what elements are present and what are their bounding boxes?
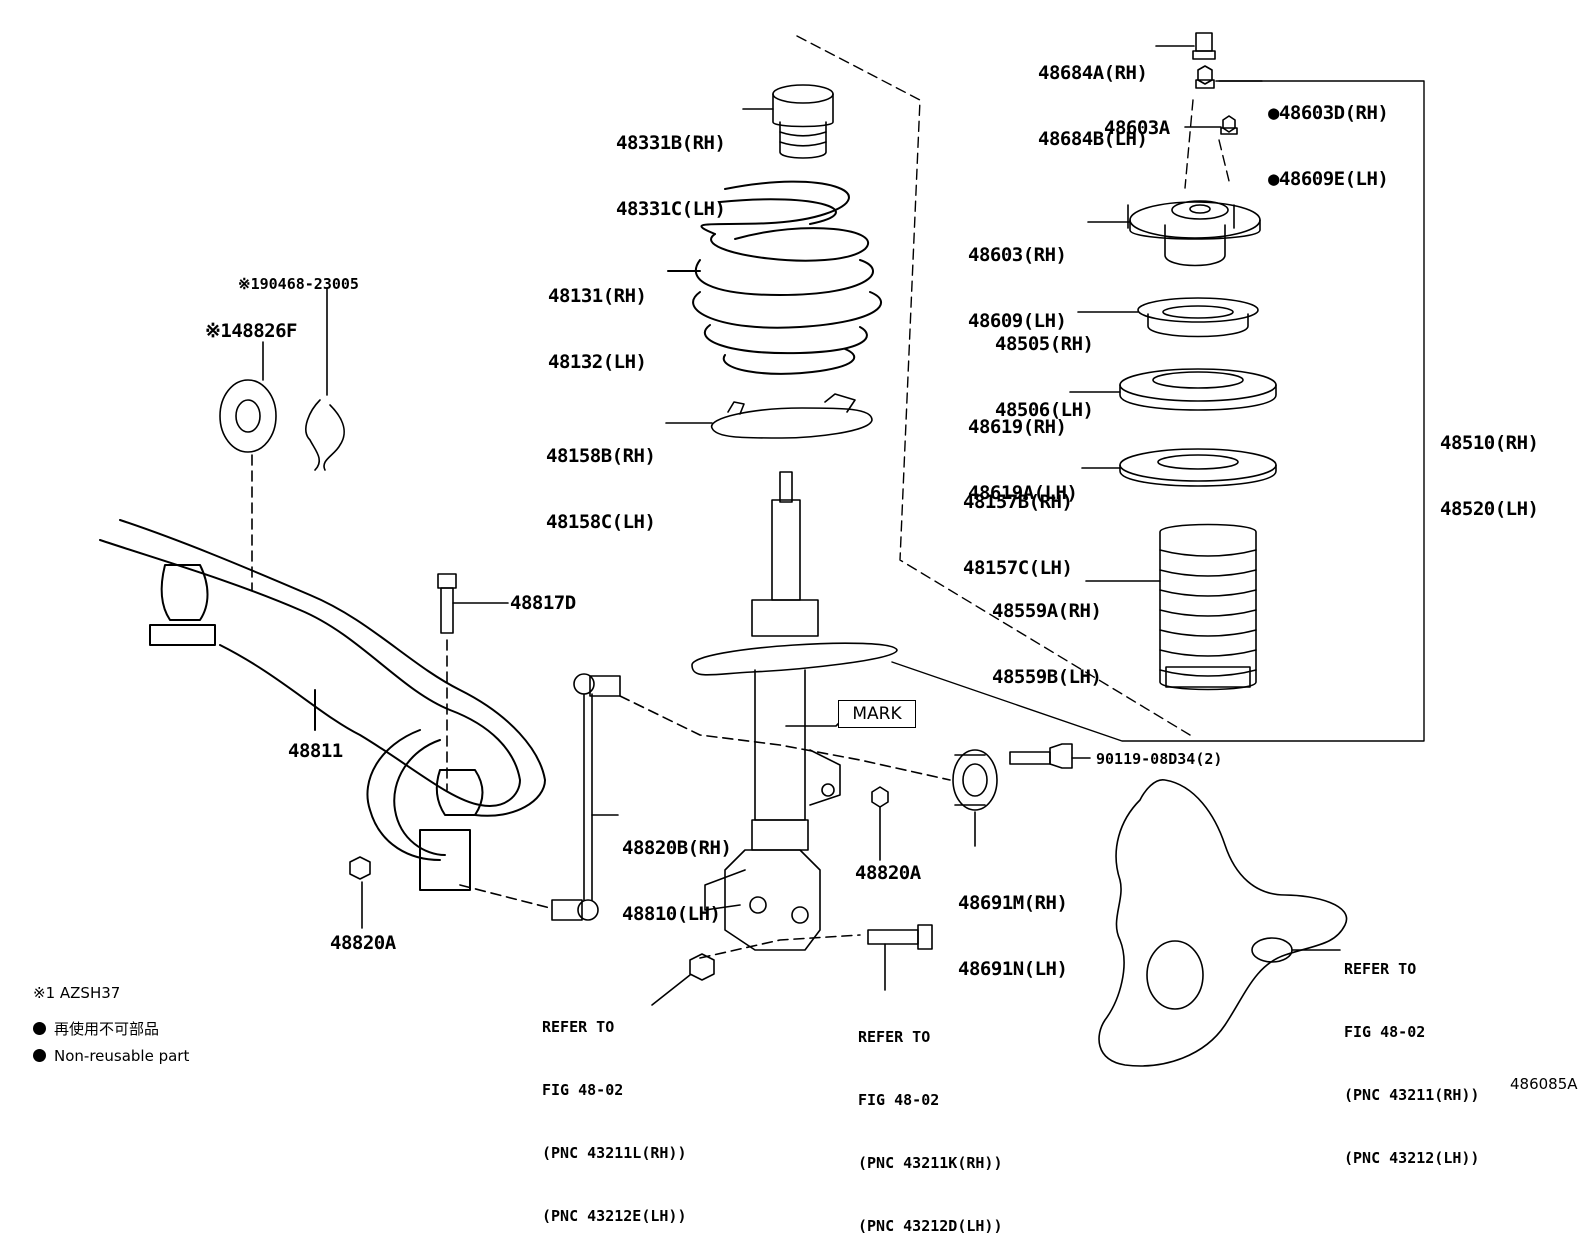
label-48331-lh: 48331C(LH) xyxy=(616,198,726,220)
knuckle-nut xyxy=(651,953,715,1006)
coil-spring-48131 xyxy=(667,180,882,375)
legend-jp-text: 再使用不可部品 xyxy=(54,1020,160,1038)
label-48603d-lh: ●48609E(LH) xyxy=(1268,168,1389,190)
insulator-48157 xyxy=(1081,448,1277,487)
refer-bolt: REFER TO FIG 48-02 (PNC 43211K(RH)) (PNC… xyxy=(858,985,1003,1258)
refer-knuckle-line-3: (PNC 43211(RH)) xyxy=(1344,1086,1480,1104)
refer-nut-line-3: (PNC 43211L(RH)) xyxy=(542,1144,687,1162)
clip-90468 xyxy=(305,287,345,471)
knuckle-bolt xyxy=(699,924,933,991)
label-48684-lh: 48684B(LH) xyxy=(1038,128,1148,150)
bolt-48817d xyxy=(437,573,509,791)
bolt-90119 xyxy=(1009,743,1091,769)
label-48820a-left: 48820A xyxy=(330,932,396,954)
label-48603-lh: 48609(LH) xyxy=(968,310,1067,332)
legend-note-1: ※1 AZSH37 xyxy=(33,984,121,1002)
stabilizer-bar-48811 xyxy=(99,519,546,891)
retainer-48826f xyxy=(219,341,277,591)
bearing-48505 xyxy=(1077,297,1259,338)
label-48603d-rh: ●48603D(RH) xyxy=(1268,102,1389,124)
label-48684: 48684A(RH) 48684B(LH) xyxy=(1038,18,1148,172)
label-48691-rh: 48691M(RH) xyxy=(958,892,1068,914)
label-48158-rh: 48158B(RH) xyxy=(546,445,656,467)
legend-nonreusable-jp: 再使用不可部品 xyxy=(33,1019,159,1039)
label-48820b-lh: 48810(LH) xyxy=(622,903,721,925)
strut-48510 xyxy=(691,471,898,951)
label-48131-rh: 48131(RH) xyxy=(548,285,647,307)
label-48510-lh: 48520(LH) xyxy=(1440,498,1539,520)
refer-knuckle-line-1: REFER TO xyxy=(1344,960,1417,978)
label-48559: 48559A(RH) 48559B(LH) xyxy=(992,556,1102,710)
legend-en-text: Non-reusable part xyxy=(54,1047,190,1065)
label-48820b-rh: 48820B(RH) xyxy=(622,837,732,859)
figure-id: 486085A xyxy=(1510,1075,1578,1093)
refer-bolt-line-4: (PNC 43212D(LH)) xyxy=(858,1217,1003,1235)
label-48157-rh: 48157B(RH) xyxy=(963,491,1073,513)
nut-48603a xyxy=(1184,115,1238,135)
label-48811: 48811 xyxy=(288,740,343,762)
label-48131-lh: 48132(LH) xyxy=(548,351,647,373)
label-48510: 48510(RH) 48520(LH) xyxy=(1440,388,1539,542)
label-48559-lh: 48559B(LH) xyxy=(992,666,1102,688)
refer-nut: REFER TO FIG 48-02 (PNC 43211L(RH)) (PNC… xyxy=(542,975,687,1248)
refer-nut-line-1: REFER TO xyxy=(542,1018,615,1036)
refer-bolt-line-1: REFER TO xyxy=(858,1028,931,1046)
label-48157-lh: 48157C(LH) xyxy=(963,557,1073,579)
label-48826f: ※148826F xyxy=(205,320,298,342)
legend-nonreusable-en: Non-reusable part xyxy=(33,1046,189,1066)
refer-knuckle-line-2: FIG 48-02 xyxy=(1344,1023,1426,1041)
label-48510-rh: 48510(RH) xyxy=(1440,432,1539,454)
label-48619-lh: 48619A(LH) xyxy=(968,482,1078,504)
upper-seat-48619 xyxy=(1069,368,1277,411)
nut-48684 xyxy=(1155,32,1216,60)
label-48817d: 48817D xyxy=(510,592,576,614)
label-90119: 90119-08D34(2) xyxy=(1096,750,1223,768)
label-48157: 48157B(RH) 48157C(LH) xyxy=(963,447,1073,601)
label-48505: 48505(RH) 48506(LH) xyxy=(995,289,1094,443)
label-48158: 48158B(RH) 48158C(LH) xyxy=(546,401,656,555)
label-48331: 48331B(RH) 48331C(LH) xyxy=(616,88,726,242)
refer-nut-line-2: FIG 48-02 xyxy=(542,1081,624,1099)
refer-nut-line-4: (PNC 43212E(LH)) xyxy=(542,1207,687,1225)
assembly-outline xyxy=(796,35,1231,736)
nut-48820a-left xyxy=(349,856,371,929)
label-48158-lh: 48158C(LH) xyxy=(546,511,656,533)
parts-diagram xyxy=(99,32,1425,1067)
strut-mount-48603 xyxy=(1087,200,1261,267)
label-48603a: 48603A xyxy=(1104,117,1170,139)
refer-knuckle: REFER TO FIG 48-02 (PNC 43211(RH)) (PNC … xyxy=(1344,917,1479,1190)
boot-48559 xyxy=(1085,523,1257,691)
label-48505-rh: 48505(RH) xyxy=(995,333,1094,355)
label-48331-rh: 48331B(RH) xyxy=(616,132,726,154)
label-48505-lh: 48506(LH) xyxy=(995,399,1094,421)
nut-48820a-mid xyxy=(871,786,889,861)
mark-label: MARK xyxy=(838,700,916,728)
spring-seat-48158 xyxy=(665,393,873,439)
label-48619: 48619(RH) 48619A(LH) xyxy=(968,372,1078,526)
bump-stop-48331 xyxy=(742,84,834,159)
bullet-icon xyxy=(33,1049,46,1062)
bracket-48510 xyxy=(891,80,1425,742)
bushing-48691 xyxy=(952,749,998,847)
label-48603-rh: 48603(RH) xyxy=(968,244,1067,266)
label-190468: ※190468-23005 xyxy=(238,275,359,293)
refer-bolt-line-2: FIG 48-02 xyxy=(858,1091,940,1109)
refer-knuckle-line-4: (PNC 43212(LH)) xyxy=(1344,1149,1480,1167)
label-48603d: ●48603D(RH) ●48609E(LH) xyxy=(1268,58,1389,212)
label-48131: 48131(RH) 48132(LH) xyxy=(548,241,647,395)
label-48603: 48603(RH) 48609(LH) xyxy=(968,200,1067,354)
label-48820b: 48820B(RH) 48810(LH) xyxy=(622,793,732,947)
label-48691: 48691M(RH) 48691N(LH) xyxy=(958,848,1068,1002)
nut-48603d xyxy=(1195,65,1263,89)
label-48619-rh: 48619(RH) xyxy=(968,416,1067,438)
stabilizer-link-48820b xyxy=(459,673,951,921)
label-48691-lh: 48691N(LH) xyxy=(958,958,1068,980)
label-48684-rh: 48684A(RH) xyxy=(1038,62,1148,84)
label-48559-rh: 48559A(RH) xyxy=(992,600,1102,622)
label-48820a-mid: 48820A xyxy=(855,862,921,884)
refer-bolt-line-3: (PNC 43211K(RH)) xyxy=(858,1154,1003,1172)
steering-knuckle xyxy=(1098,779,1348,1067)
bullet-icon xyxy=(33,1022,46,1035)
